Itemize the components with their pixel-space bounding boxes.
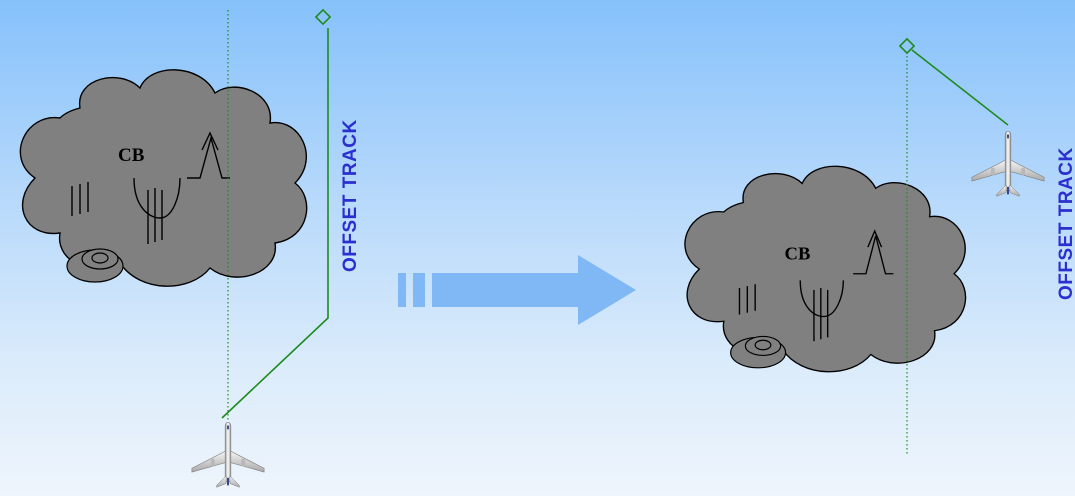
- rain-bars-symbol: [738, 284, 756, 315]
- cb-cloud: CB: [19, 69, 308, 287]
- diamond-waypoint-icon: [314, 8, 332, 26]
- cloud-label-cb: CB: [785, 244, 811, 264]
- panel-before: CB OFFSET TRACK: [19, 8, 361, 488]
- airplane-icon: [191, 421, 265, 488]
- airplane-icon: [971, 130, 1045, 197]
- rain-bars-symbol: [71, 182, 89, 216]
- cb-cloud: CB: [684, 165, 967, 373]
- diamond-waypoint-icon: [898, 37, 916, 55]
- rejoin-track-line: [911, 49, 1009, 126]
- block-arrow-right-icon: [398, 255, 636, 325]
- offset-track-label: OFFSET TRACK: [340, 119, 361, 272]
- hail-shower-symbol: [133, 177, 181, 244]
- cloud-label-cb: CB: [118, 145, 145, 166]
- hail-shower-symbol: [799, 280, 845, 342]
- panel-after: CB OFFSET TRACK: [684, 37, 1075, 455]
- thunderstorm-symbol: [853, 229, 894, 275]
- offset-track-label: OFFSET TRACK: [1056, 147, 1075, 300]
- thunderstorm-symbol: [187, 131, 230, 179]
- offset-track-line: [221, 28, 329, 419]
